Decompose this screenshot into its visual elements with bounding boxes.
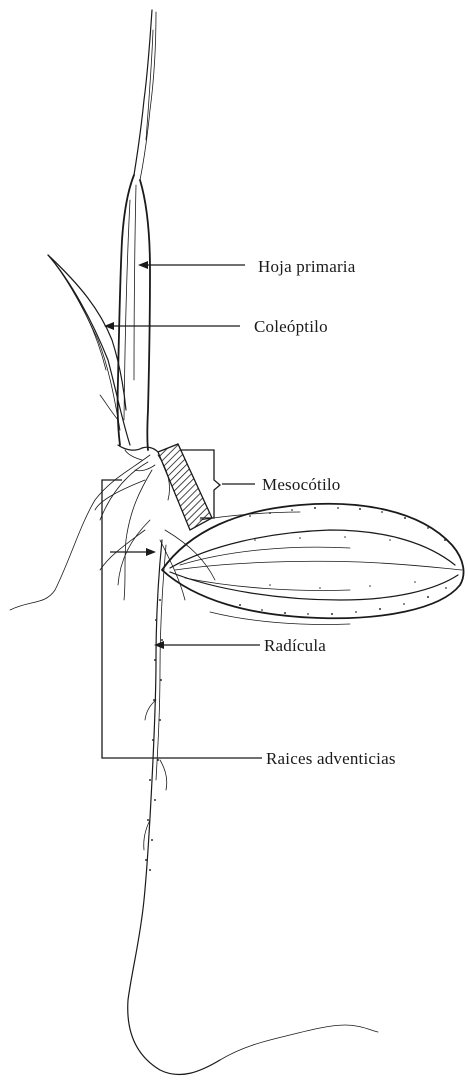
primary-leaf	[118, 10, 156, 450]
side-leader	[110, 548, 156, 556]
coleoptile	[48, 255, 142, 450]
label-radicula: Radícula	[264, 636, 326, 655]
hoja-primaria-leader	[138, 261, 245, 269]
label-mesocotilo: Mesocótilo	[262, 475, 341, 494]
label-hoja-primaria: Hoja primaria	[258, 257, 356, 276]
seed-grain	[162, 504, 464, 625]
coleoptilo-leader	[104, 322, 240, 330]
mesocotyl	[142, 444, 212, 530]
label-coleoptilo: Coleóptilo	[254, 317, 328, 336]
radicula-leader	[154, 641, 260, 649]
label-raices-adventicias: Raices adventicias	[266, 749, 396, 768]
adventitious-roots-bracket	[102, 480, 262, 758]
